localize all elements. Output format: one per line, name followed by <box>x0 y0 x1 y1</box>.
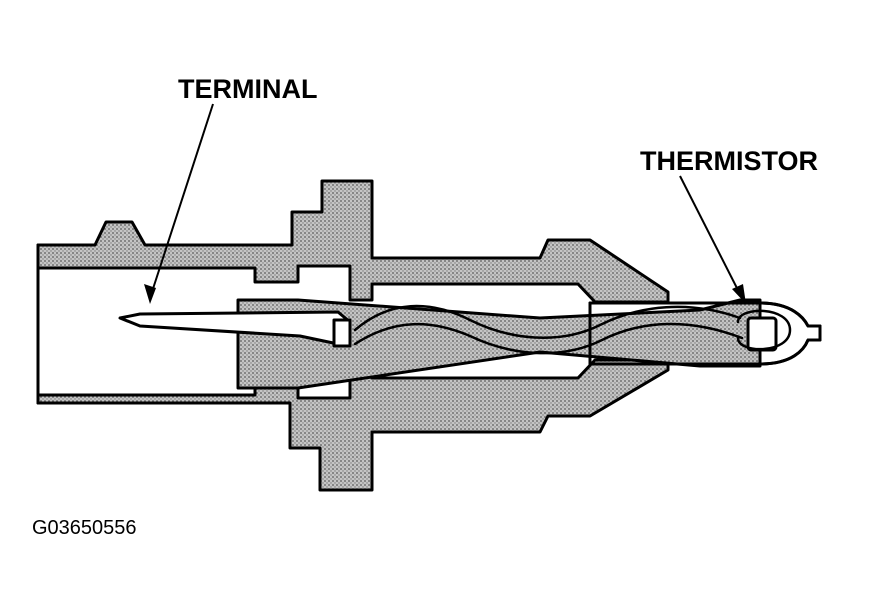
lead-wire-lower <box>353 322 744 355</box>
thermistor-bead-outline <box>736 309 792 351</box>
lead-wire-upper <box>353 304 742 339</box>
connector-upper-wall <box>36 179 670 304</box>
probe-tip <box>588 301 822 366</box>
probe-tip-outline <box>588 301 822 366</box>
thermistor-leader <box>679 175 746 304</box>
terminal-pin <box>118 310 352 346</box>
thermistor-element <box>746 316 778 352</box>
terminal-leader <box>144 103 214 304</box>
terminal-crimp <box>332 318 352 348</box>
terminal-label: TERMINAL <box>178 74 317 104</box>
thermistor-label: THERMISTOR <box>640 146 818 176</box>
figure-id: G03650556 <box>32 517 137 539</box>
